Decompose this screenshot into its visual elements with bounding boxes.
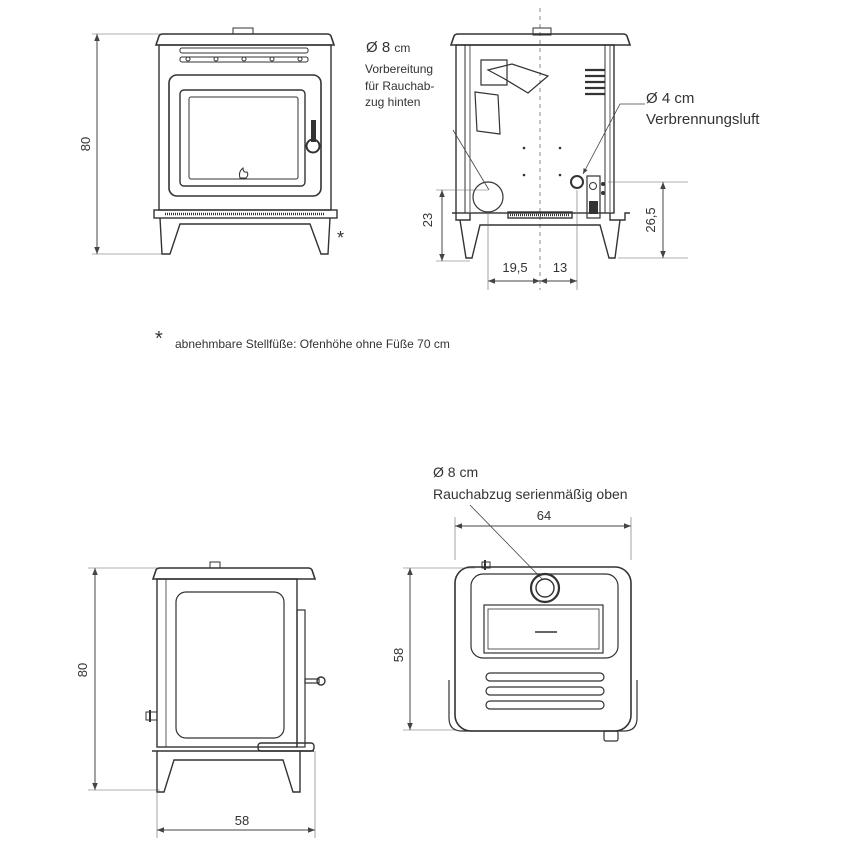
flue-rear-line2: für Rauchab- bbox=[365, 79, 434, 93]
flue-height-label: 23 bbox=[420, 213, 435, 227]
footnote-marker: * bbox=[155, 328, 163, 350]
flue-offset-label: 19,5 bbox=[502, 260, 527, 275]
feet-asterisk: * bbox=[337, 228, 344, 248]
flue-top-leader bbox=[469, 504, 544, 581]
flue-rear-leader bbox=[452, 129, 490, 191]
top-view: Ø 8 cm Rauchabzug serienmäßig oben 64 58 bbox=[391, 464, 638, 742]
flue-rear-line3: zug hinten bbox=[365, 95, 420, 109]
air-inlet-leader bbox=[582, 103, 645, 175]
air-inlet-label: Verbrennungsluft bbox=[646, 111, 760, 128]
front-view: 80 * bbox=[78, 27, 344, 255]
flue-top-diameter: Ø 8 cm bbox=[433, 464, 478, 480]
flue-rear-diameter: Ø 8 cm bbox=[366, 39, 410, 56]
air-offset-label: 13 bbox=[553, 260, 567, 275]
footnote-text: abnehmbare Stellfüße: Ofenhöhe ohne Füße… bbox=[175, 337, 450, 351]
back-view: Ø 8 cm Vorbereitung für Rauchab- zug hin… bbox=[365, 8, 760, 290]
air-inlet-diameter: Ø 4 cm bbox=[646, 90, 694, 107]
top-depth-label: 58 bbox=[391, 648, 406, 662]
side-height-label: 80 bbox=[75, 663, 90, 677]
front-height-label: 80 bbox=[78, 137, 93, 151]
top-width-label: 64 bbox=[537, 508, 551, 523]
flue-top-label: Rauchabzug serienmäßig oben bbox=[433, 486, 628, 502]
flue-rear-line1: Vorbereitung bbox=[365, 62, 433, 76]
side-depth-label: 58 bbox=[235, 813, 249, 828]
side-view: 80 58 bbox=[75, 561, 326, 838]
air-height-label: 26,5 bbox=[643, 207, 658, 232]
footnote: * abnehmbare Stellfüße: Ofenhöhe ohne Fü… bbox=[155, 328, 450, 351]
